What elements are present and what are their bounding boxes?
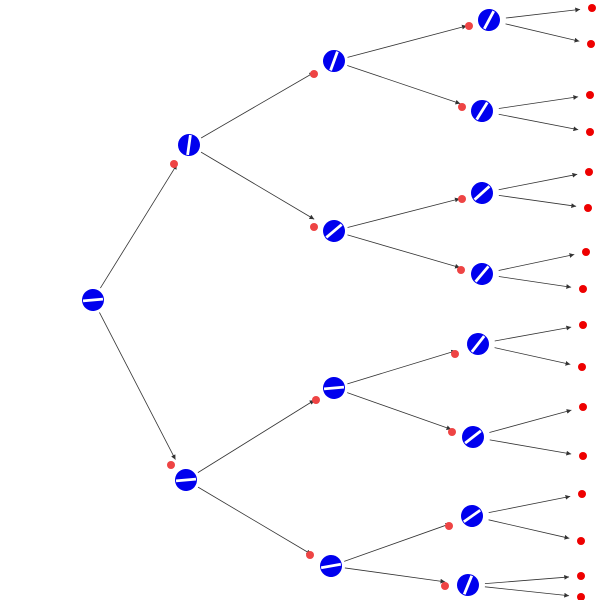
red-dot-icon[interactable] <box>579 403 587 411</box>
red-dot-icon[interactable] <box>448 428 456 436</box>
edge-layer <box>99 7 581 598</box>
red-dot-icon[interactable] <box>167 461 175 469</box>
red-dot-icon[interactable] <box>578 363 586 371</box>
node-layer <box>81 5 504 600</box>
handle-layer <box>167 22 473 590</box>
leaf-edge <box>494 325 572 342</box>
red-dot-icon[interactable] <box>458 195 466 203</box>
tree-edge <box>347 349 457 385</box>
leaf-edge <box>488 494 571 514</box>
red-dot-icon[interactable] <box>579 285 587 293</box>
red-dot-icon[interactable] <box>579 321 587 329</box>
red-dot-icon[interactable] <box>584 204 592 212</box>
node-stripe <box>325 223 343 239</box>
red-dot-icon[interactable] <box>441 582 449 590</box>
striped-circle-icon[interactable] <box>322 376 346 400</box>
tree-edge <box>347 234 461 269</box>
tree-edge <box>200 72 315 139</box>
leaf-edge <box>494 347 571 366</box>
red-dot-icon[interactable] <box>585 168 593 176</box>
red-dot-icon[interactable] <box>306 551 314 559</box>
tree-edge <box>344 523 451 562</box>
red-dot-icon[interactable] <box>588 4 596 12</box>
striped-circle-icon[interactable] <box>466 177 497 208</box>
red-dot-icon[interactable] <box>577 572 585 580</box>
leaf-edge <box>489 409 572 433</box>
tree-edge <box>344 567 446 584</box>
leaf-edge <box>498 194 577 209</box>
striped-circle-icon[interactable] <box>177 133 202 158</box>
red-dot-icon[interactable] <box>312 396 320 404</box>
red-dot-icon[interactable] <box>310 223 318 231</box>
tree-edge <box>347 65 461 105</box>
leaf-edge <box>498 172 578 191</box>
striped-circle-icon[interactable] <box>467 259 498 290</box>
red-dot-icon[interactable] <box>579 452 587 460</box>
node-stripe <box>329 51 339 71</box>
tree-edge <box>347 392 452 431</box>
red-dot-icon[interactable] <box>170 160 178 168</box>
red-dot-icon[interactable] <box>445 522 453 530</box>
node-stripe <box>483 10 495 30</box>
node-stripe <box>470 335 486 353</box>
striped-circle-icon[interactable] <box>463 329 494 360</box>
red-dot-icon[interactable] <box>458 103 466 111</box>
tree-edge <box>197 399 315 473</box>
node-stripe <box>473 185 491 201</box>
node-stripe <box>175 477 197 483</box>
tree-edge <box>347 197 460 228</box>
leaf-edge <box>498 95 579 109</box>
striped-circle-icon[interactable] <box>457 501 488 532</box>
node-stripe <box>475 101 489 121</box>
red-dot-icon[interactable] <box>586 128 594 136</box>
red-dot-icon[interactable] <box>451 350 459 358</box>
leaf-edge <box>498 276 572 289</box>
node-stripe <box>320 562 342 570</box>
leaf-edge <box>498 253 575 271</box>
striped-circle-icon[interactable] <box>458 422 489 453</box>
node-stripe <box>186 134 192 156</box>
red-dot-icon[interactable] <box>310 70 318 78</box>
leaf-edge <box>498 113 579 132</box>
striped-circle-icon[interactable] <box>319 216 350 247</box>
tree-edge <box>197 486 312 555</box>
node-stripe <box>462 575 474 595</box>
leaf-edge <box>505 23 580 43</box>
red-dot-icon[interactable] <box>457 266 465 274</box>
striped-circle-icon[interactable] <box>474 5 504 35</box>
node-stripe <box>323 385 345 391</box>
node-stripe <box>463 509 481 523</box>
red-dot-icon[interactable] <box>587 40 595 48</box>
tree-edge <box>347 24 467 58</box>
striped-circle-icon[interactable] <box>454 571 483 600</box>
striped-circle-icon[interactable] <box>467 96 497 126</box>
node-stripe <box>82 297 104 303</box>
red-dot-icon[interactable] <box>586 91 594 99</box>
red-dot-icon[interactable] <box>577 593 585 600</box>
striped-circle-icon[interactable] <box>320 47 348 75</box>
tree-edge <box>200 151 315 220</box>
red-dot-icon[interactable] <box>582 248 590 256</box>
tree-edge <box>100 164 178 289</box>
striped-circle-icon[interactable] <box>318 553 343 578</box>
red-dot-icon[interactable] <box>578 490 586 498</box>
node-stripe <box>464 429 482 445</box>
striped-circle-icon[interactable] <box>174 468 198 492</box>
node-stripe <box>474 265 490 283</box>
striped-circle-icon[interactable] <box>81 288 105 312</box>
red-dot-icon[interactable] <box>577 537 585 545</box>
leaf-edge <box>488 519 570 540</box>
leaf-edge <box>489 439 572 456</box>
leaf-edge <box>505 7 581 19</box>
tree-edge <box>99 312 176 460</box>
leaf-edge <box>484 586 570 598</box>
leaf-layer <box>577 4 596 600</box>
leaf-edge <box>484 574 570 585</box>
red-dot-icon[interactable] <box>465 22 473 30</box>
